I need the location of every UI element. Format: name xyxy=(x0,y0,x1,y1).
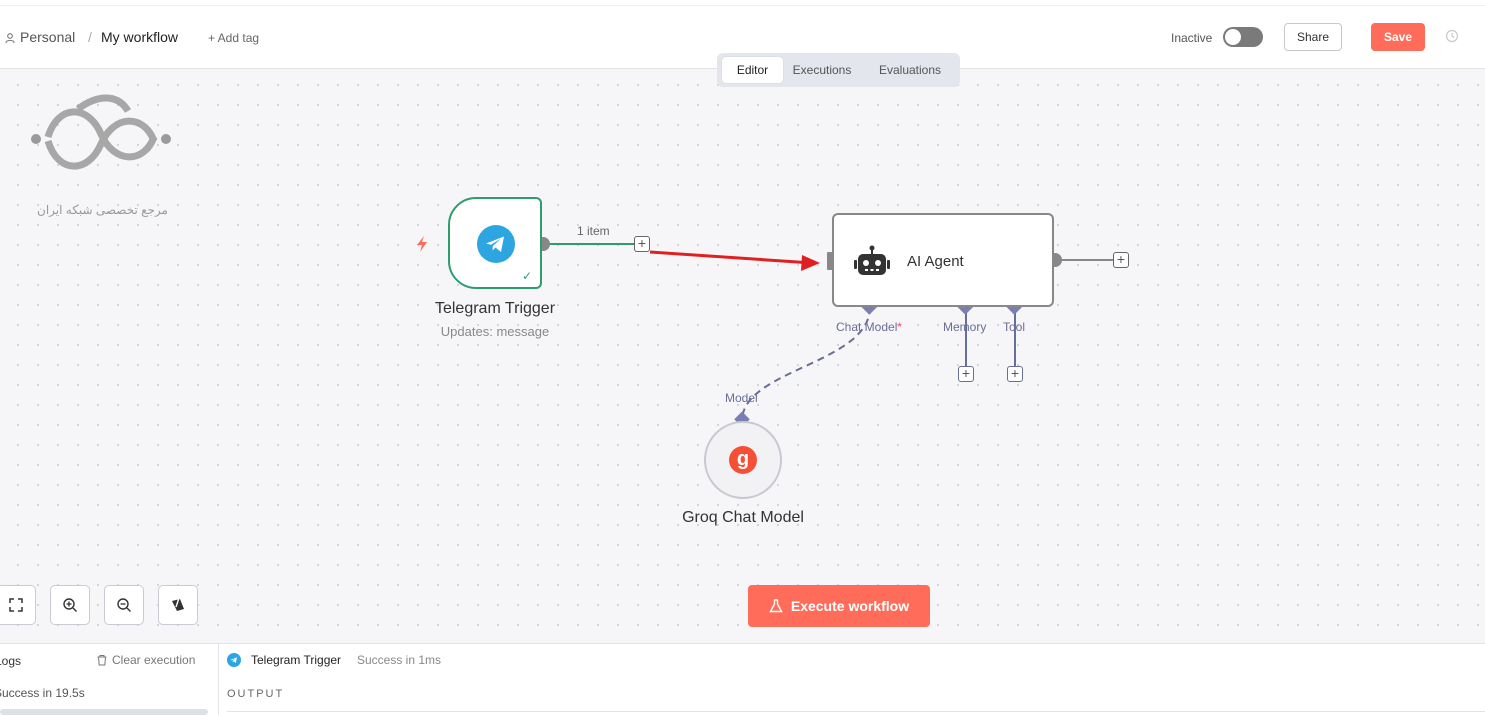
output-section-label: OUTPUT xyxy=(227,688,285,700)
zoom-in-button[interactable] xyxy=(50,585,90,625)
flask-icon xyxy=(769,599,783,613)
telegram-icon xyxy=(477,225,515,263)
log-entry-selected[interactable] xyxy=(0,709,208,715)
zoom-out-icon xyxy=(117,598,131,612)
add-tool-button[interactable]: + xyxy=(1007,366,1023,382)
robot-icon xyxy=(854,245,890,275)
memory-port-label: Memory xyxy=(943,320,987,334)
selected-node-status: Success in 1ms xyxy=(357,653,442,667)
red-arrow-head xyxy=(801,255,820,271)
ai-agent-title: AI Agent xyxy=(907,253,964,270)
clear-execution-button[interactable]: Clear execution xyxy=(96,653,195,667)
connections-layer xyxy=(536,237,1114,428)
tool-port-label: Tool xyxy=(1003,320,1026,334)
tab-evaluations[interactable]: Evaluations xyxy=(878,63,942,77)
telegram-small-icon xyxy=(227,653,241,667)
execute-workflow-label: Execute workflow xyxy=(790,598,910,614)
groq-chat-model-title: Groq Chat Model xyxy=(682,509,804,526)
breadcrumb-project[interactable]: Personal xyxy=(20,29,76,45)
tidy-up-button[interactable] xyxy=(158,585,198,625)
selected-node-name: Telegram Trigger xyxy=(251,653,342,667)
chat-model-label-text: Chat Model xyxy=(836,320,898,334)
workflow-name[interactable]: My workflow xyxy=(101,29,179,45)
add-tag-button[interactable]: + Add tag xyxy=(208,31,260,45)
history-icon[interactable] xyxy=(1444,28,1460,44)
groq-model-port-label: Model xyxy=(725,391,758,405)
connection-items-label: 1 item xyxy=(577,224,610,238)
workflow-canvas[interactable]: مرجع تخصصی شبکه ایران ✓ Telegram Trigger… xyxy=(0,69,1485,643)
logs-title: Logs xyxy=(0,654,22,668)
add-memory-button[interactable]: + xyxy=(958,366,974,382)
groq-chat-model-node[interactable]: g xyxy=(704,421,782,499)
trash-icon xyxy=(97,655,107,666)
red-arrow-line xyxy=(649,250,813,265)
tab-editor[interactable]: Editor xyxy=(722,57,783,83)
fit-view-icon xyxy=(9,598,23,612)
required-marker: * xyxy=(897,320,903,334)
telegram-trigger-node[interactable]: ✓ xyxy=(448,197,542,289)
panel-divider[interactable] xyxy=(218,644,219,715)
output-area-border xyxy=(227,711,1485,716)
telegram-trigger-subtitle: Updates: message xyxy=(440,324,550,339)
active-toggle[interactable] xyxy=(1223,27,1263,47)
zoom-out-button[interactable] xyxy=(104,585,144,625)
toggle-knob xyxy=(1225,29,1241,45)
execute-workflow-button[interactable]: Execute workflow xyxy=(748,585,930,627)
clear-execution-label: Clear execution xyxy=(112,653,196,667)
tidy-up-icon xyxy=(172,597,184,611)
telegram-trigger-title: Telegram Trigger xyxy=(434,300,556,317)
run-status: Success in 19.5s xyxy=(0,686,85,700)
model-connection[interactable] xyxy=(741,306,871,422)
logs-panel: Logs Clear execution Success in 19.5s Te… xyxy=(0,643,1485,716)
add-node-after-trigger-button[interactable]: + xyxy=(634,236,650,252)
fit-view-button[interactable] xyxy=(0,585,36,625)
success-check-icon: ✓ xyxy=(522,269,533,283)
active-status-label: Inactive xyxy=(1171,31,1213,45)
breadcrumb-separator: / xyxy=(88,29,92,45)
groq-icon: g xyxy=(729,446,757,474)
view-tabs: Editor Executions Evaluations xyxy=(717,53,960,87)
watermark-logo-icon xyxy=(31,94,171,170)
trigger-bolt-icon xyxy=(417,236,427,252)
ai-agent-node[interactable] xyxy=(832,213,1054,307)
save-button[interactable]: Save xyxy=(1371,23,1425,51)
top-strip xyxy=(0,0,1485,6)
tab-executions[interactable]: Executions xyxy=(792,63,852,77)
watermark-text: مرجع تخصصی شبکه ایران xyxy=(37,203,168,217)
user-icon xyxy=(5,33,15,44)
share-button[interactable]: Share xyxy=(1284,23,1342,51)
chat-model-port-label: Chat Model* xyxy=(836,320,902,334)
add-node-after-agent-button[interactable]: + xyxy=(1113,252,1129,268)
zoom-in-icon xyxy=(63,598,77,612)
